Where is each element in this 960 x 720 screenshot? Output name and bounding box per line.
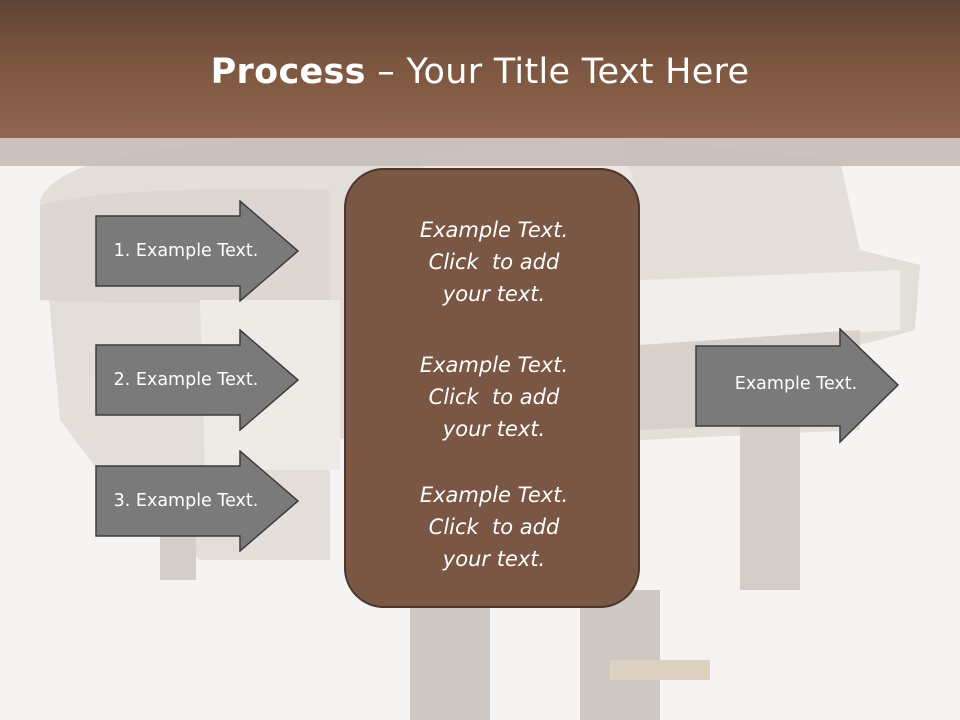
center-text-line: Example Text. bbox=[419, 218, 569, 242]
center-text-item-1[interactable]: Example Text. Click to add your text. bbox=[346, 214, 642, 310]
title-bar bbox=[0, 0, 960, 138]
arrow-label: 1. Example Text. bbox=[113, 241, 259, 261]
arrow-label: Example Text. bbox=[734, 374, 858, 394]
center-text-line: your text. bbox=[442, 547, 546, 571]
right-arrow-shape bbox=[95, 329, 300, 431]
process-arrow-3[interactable]: 3. Example Text. bbox=[95, 450, 300, 552]
title-underband bbox=[0, 138, 960, 166]
right-arrow-shape bbox=[695, 328, 900, 444]
result-arrow[interactable]: Example Text. bbox=[695, 328, 900, 444]
center-text-item-2[interactable]: Example Text. Click to add your text. bbox=[346, 349, 642, 445]
center-text-line: Example Text. bbox=[419, 483, 569, 507]
center-text-line: Click to add bbox=[428, 250, 560, 274]
center-text-line: Example Text. bbox=[419, 353, 569, 377]
slide-title[interactable]: Process – Your Title Text Here bbox=[0, 52, 960, 92]
center-text-line: Click to add bbox=[428, 515, 560, 539]
title-bold-text: Process bbox=[210, 52, 366, 92]
process-arrow-2[interactable]: 2. Example Text. bbox=[95, 329, 300, 431]
center-text-item-3[interactable]: Example Text. Click to add your text. bbox=[346, 479, 642, 575]
center-text-line: your text. bbox=[442, 417, 546, 441]
center-text-line: your text. bbox=[442, 282, 546, 306]
title-rest-text: – Your Title Text Here bbox=[365, 52, 750, 92]
center-text-box[interactable]: Example Text. Click to add your text. Ex… bbox=[344, 168, 640, 608]
arrow-label: 3. Example Text. bbox=[113, 491, 259, 511]
arrow-label: 2. Example Text. bbox=[113, 370, 259, 390]
right-arrow-shape bbox=[95, 450, 300, 552]
right-arrow-shape bbox=[95, 200, 300, 302]
center-text-line: Click to add bbox=[428, 385, 560, 409]
process-arrow-1[interactable]: 1. Example Text. bbox=[95, 200, 300, 302]
